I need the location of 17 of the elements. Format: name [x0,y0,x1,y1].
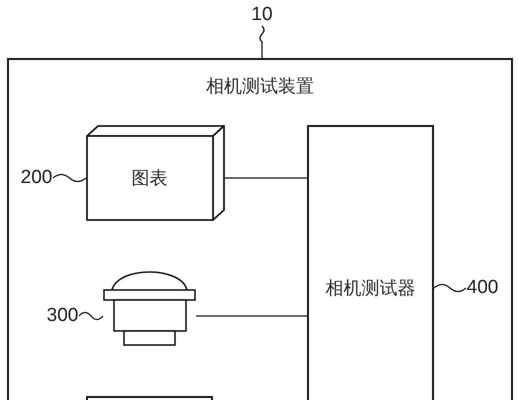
connector-line [225,177,307,179]
reference-numeral: 300 [46,305,79,327]
device-frame [7,58,513,400]
reference-numeral: 200 [20,167,53,189]
chart-label: 图表 [132,167,168,190]
leader-line [52,174,86,182]
leader-line [259,26,265,58]
leader-line [78,312,104,320]
reference-numeral: 400 [466,277,499,299]
camera-drawing [103,270,196,346]
connector-line [196,315,307,317]
tester-label: 相机测试器 [326,277,416,300]
reference-numeral: 10 [251,4,273,26]
leader-line [434,284,466,292]
tester-box [307,125,434,400]
frame-title: 相机测试装置 [206,75,314,98]
block [86,396,213,400]
